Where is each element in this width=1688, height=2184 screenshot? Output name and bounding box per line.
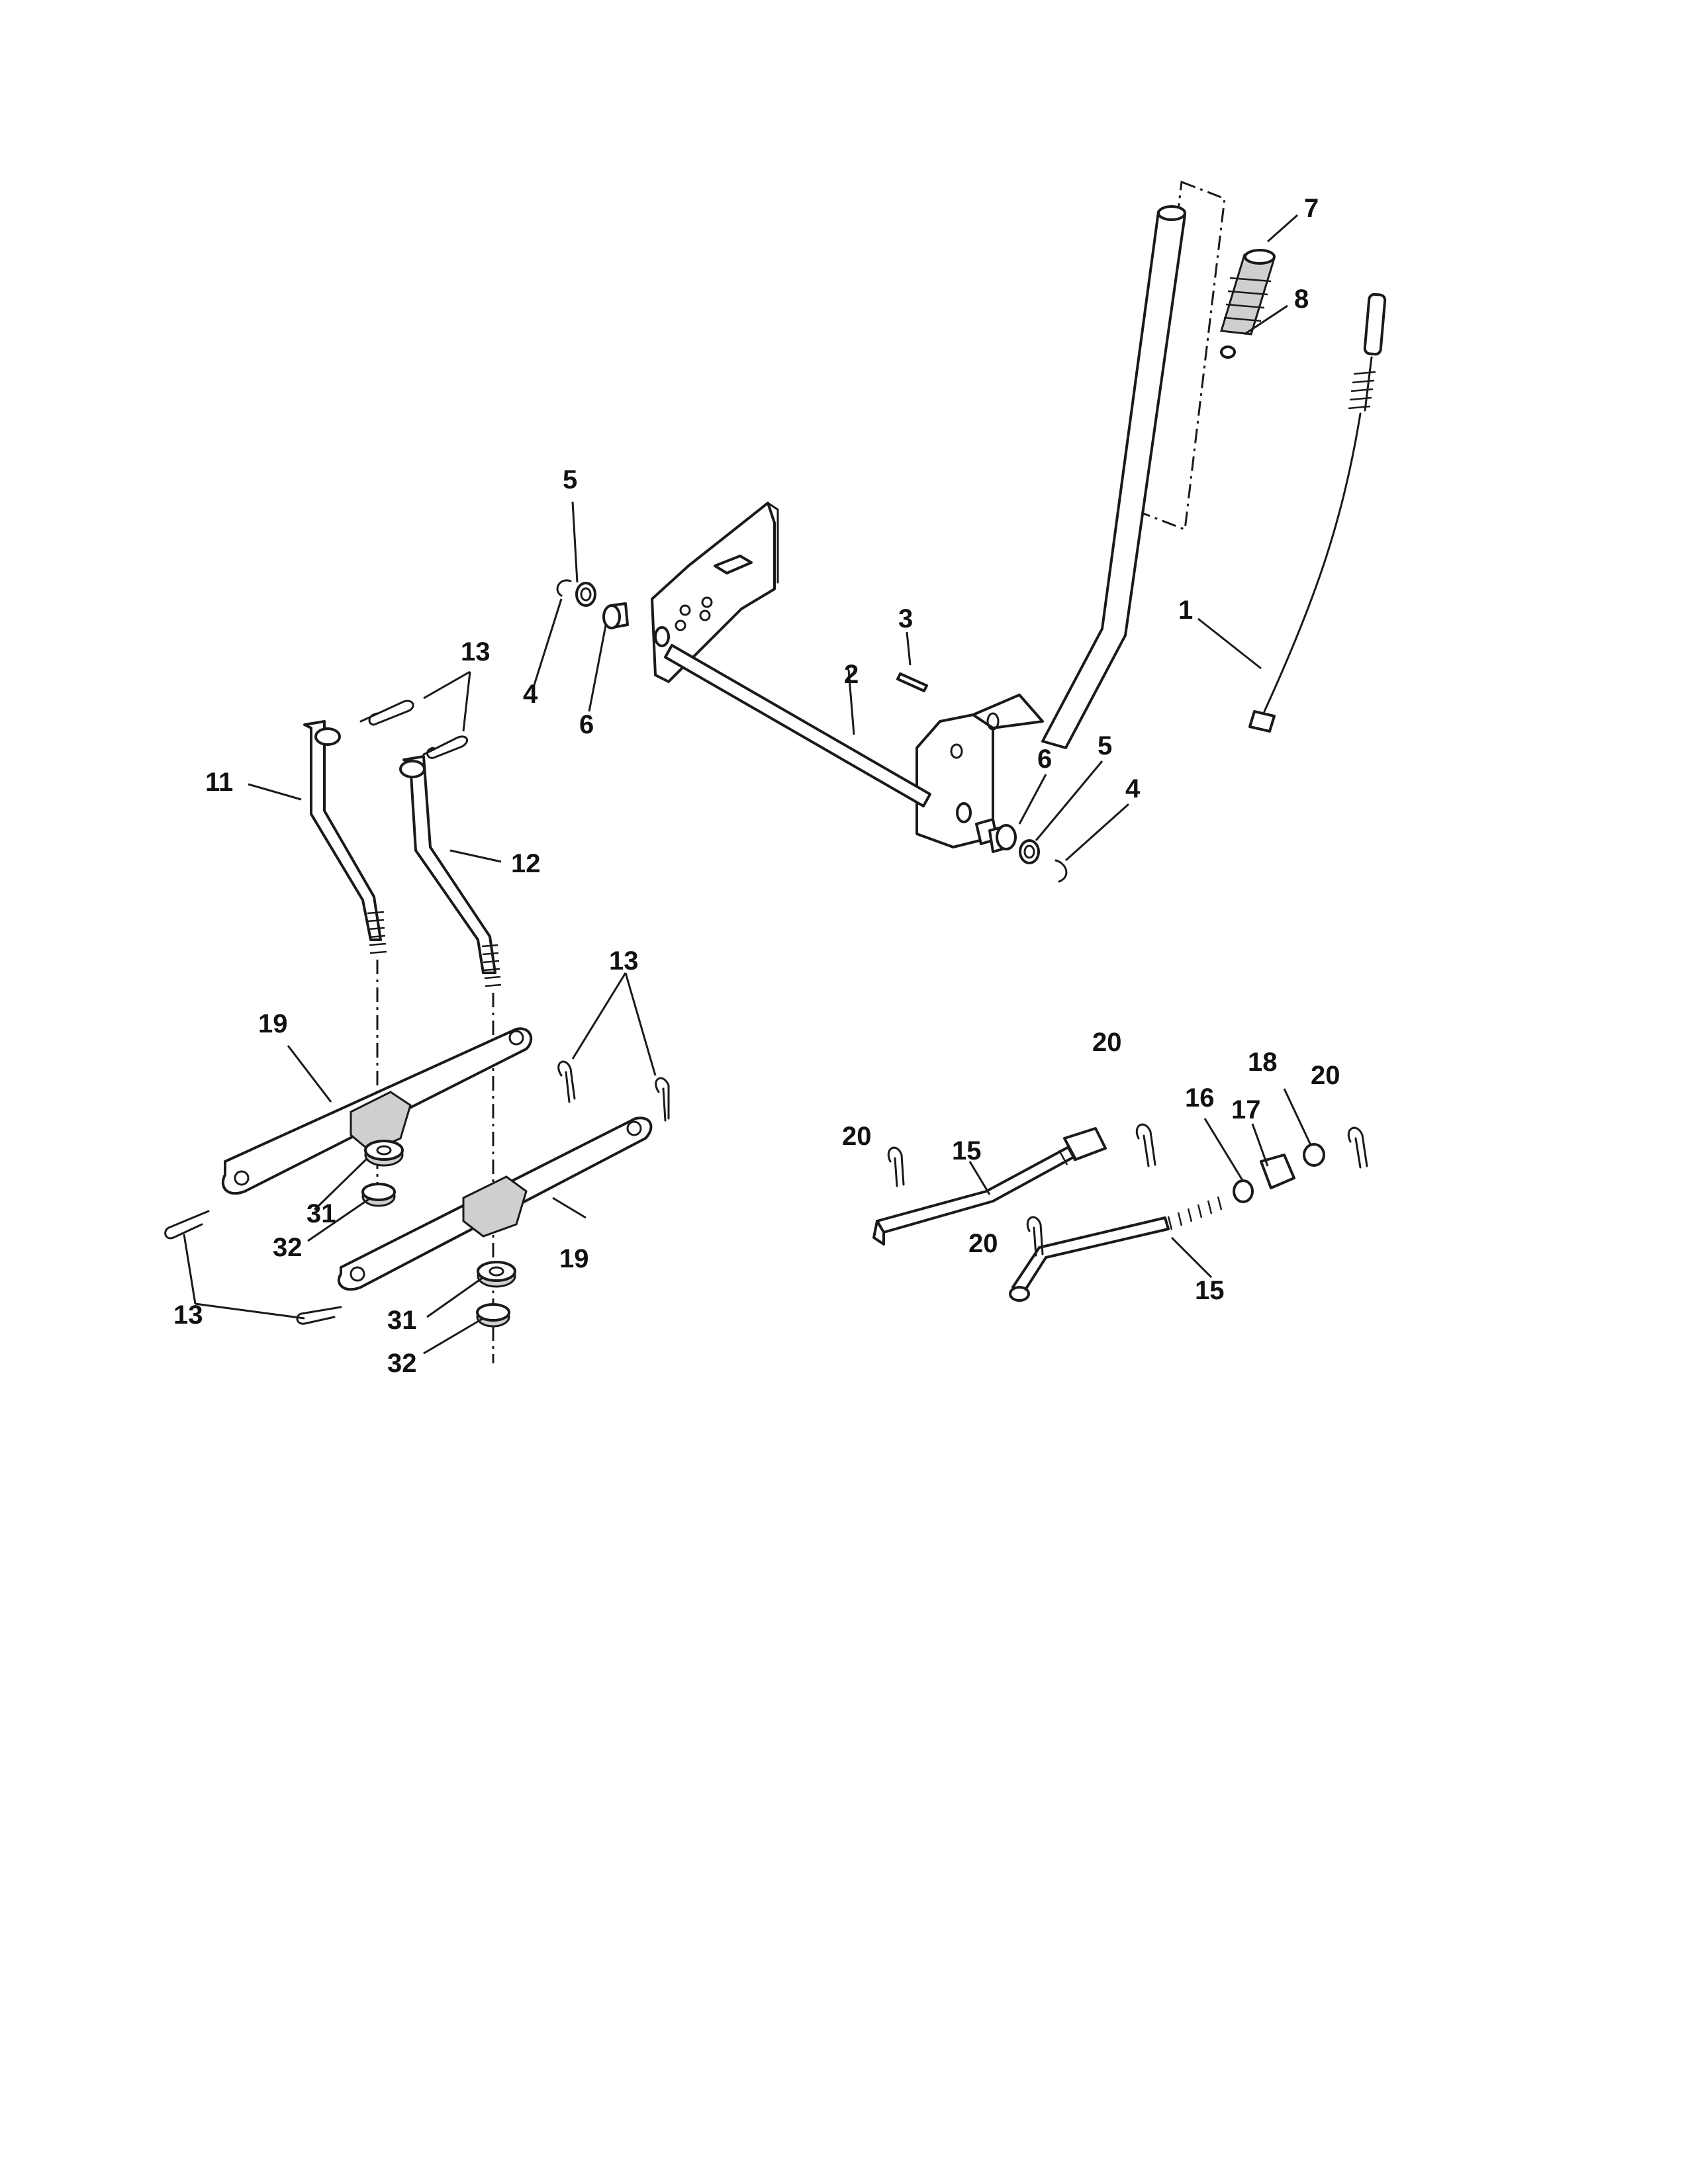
callout-18: 18: [1248, 1048, 1278, 1077]
nut-pair-right: [476, 1261, 516, 1328]
callout-19-upper: 19: [258, 1009, 288, 1038]
hairpin-clip: [359, 700, 414, 726]
callout-17: 17: [1231, 1095, 1261, 1124]
callout-16: 16: [1185, 1083, 1215, 1113]
hairpin-clip: [1135, 1123, 1156, 1167]
hairpin-clip: [887, 1146, 905, 1187]
callout-4-left: 4: [523, 680, 538, 709]
callout-31-right: 31: [387, 1306, 417, 1335]
callout-13-right: 13: [609, 946, 639, 976]
lift-arm-lower: [337, 1116, 653, 1291]
callout-5-right: 5: [1098, 731, 1112, 760]
nut-pair-left: [361, 1140, 404, 1207]
lift-rod: [1248, 293, 1387, 733]
callout-7: 7: [1304, 194, 1319, 223]
leader-lines: [183, 214, 1312, 1355]
callout-31-left: 31: [306, 1199, 336, 1228]
callout-3: 3: [898, 604, 913, 633]
hairpin-clip: [557, 1060, 576, 1103]
callout-32-left: 32: [273, 1233, 303, 1262]
callout-8: 8: [1294, 285, 1309, 314]
lift-handle-assembly: [915, 180, 1226, 848]
callout-5-left: 5: [563, 465, 577, 494]
callout-12: 12: [511, 849, 541, 878]
bushing-18: [1303, 1143, 1325, 1167]
hairpin-clip: [655, 1077, 670, 1122]
adjust-link-lower: [1009, 1196, 1223, 1302]
hairpin-clip: [296, 1306, 342, 1325]
callout-6-right: 6: [1037, 745, 1052, 774]
callout-15-lower: 15: [1195, 1276, 1225, 1305]
swivel-block-17: [1260, 1154, 1295, 1189]
callout-20-left: 20: [842, 1122, 872, 1151]
hairpin-clip: [164, 1210, 210, 1240]
handle-grip: [1220, 249, 1276, 336]
mounting-plate: [651, 502, 779, 683]
callout-4-right: 4: [1125, 774, 1141, 803]
callout-13-bottom: 13: [173, 1300, 203, 1330]
lift-link-12: [399, 755, 502, 987]
callout-32-right: 32: [387, 1349, 417, 1378]
callout-19-lower: 19: [559, 1244, 589, 1273]
callout-labels: 1 2 3 4 4 5 5 6 6 7 8 11 12 13 13 13 15 …: [173, 194, 1340, 1378]
lift-arm-upper: [221, 1027, 533, 1195]
callout-15-upper: 15: [952, 1136, 982, 1165]
nut-16: [1233, 1179, 1254, 1203]
button-knob: [1220, 345, 1236, 359]
callout-11: 11: [205, 768, 233, 797]
callout-6-left: 6: [579, 710, 594, 739]
adjust-link-upper: [872, 1127, 1107, 1246]
callout-20-top: 20: [1092, 1028, 1122, 1057]
callout-2: 2: [844, 660, 859, 689]
callout-13-top: 13: [461, 637, 491, 666]
callout-20-right: 20: [1311, 1061, 1340, 1090]
callout-1: 1: [1178, 596, 1193, 625]
right-bearing-parts: [975, 818, 1068, 883]
callout-20-mid: 20: [968, 1229, 998, 1258]
left-bearing-parts: [556, 579, 629, 629]
lift-shaft: [654, 626, 972, 823]
hairpin-clip: [422, 735, 469, 759]
roll-pin: [896, 672, 928, 692]
hairpin-clip: [1347, 1126, 1368, 1169]
lift-link-11: [303, 720, 387, 954]
hairpin-clip: [1026, 1216, 1044, 1257]
